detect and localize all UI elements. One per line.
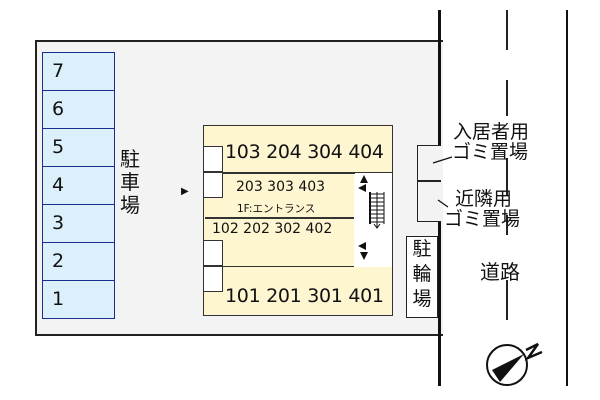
road-centerline-dash <box>506 158 508 196</box>
road-centerline-dash <box>506 80 508 116</box>
leader-lines <box>432 156 453 208</box>
unit-row-bottom: 101 201 301 401 <box>225 285 384 307</box>
neighborhood-garbage-label-line2: ゴミ置場 <box>444 208 521 230</box>
label-char: 輪 <box>412 263 432 285</box>
road-edge-right <box>566 10 568 386</box>
bicycle-parking: 駐 輪 場 <box>406 236 438 318</box>
road-centerline-dash <box>506 280 508 320</box>
divider <box>205 217 354 219</box>
parking-slot: 4 <box>42 166 115 205</box>
parking-area: 7 6 5 4 3 2 1 <box>42 52 115 322</box>
building-upper-block <box>203 125 393 173</box>
label-char: 駐 <box>412 238 432 260</box>
north-compass-icon <box>486 342 543 386</box>
unit-row-mid-upper: 203 303 403 <box>236 179 326 195</box>
road-centerline-dash <box>506 10 508 50</box>
stairs-icon <box>358 175 385 260</box>
door <box>203 172 223 198</box>
entrance-arrow-icon: ▶ <box>181 186 189 197</box>
resident-garbage-station <box>417 145 441 181</box>
label-char: 駐 <box>120 147 140 171</box>
resident-garbage-label-line1: 入居者用 <box>453 121 530 143</box>
parking-slot: 1 <box>42 280 115 319</box>
divider <box>203 172 355 174</box>
neighborhood-garbage-label-line1: 近隣用 <box>455 188 513 210</box>
parking-slot: 5 <box>42 128 115 167</box>
label-char: 場 <box>412 288 432 310</box>
unit-row-mid-lower: 102 202 302 402 <box>212 221 333 237</box>
label-char: 場 <box>120 193 140 217</box>
building-middle-block <box>203 172 355 267</box>
parking-slot: 7 <box>42 52 115 91</box>
entrance-label: 1F:エントランス <box>237 203 316 215</box>
door <box>203 240 223 266</box>
road-label: 道路 <box>480 260 520 284</box>
parking-slot: 3 <box>42 204 115 243</box>
building-lower-block <box>203 266 393 316</box>
resident-garbage-label-line2: ゴミ置場 <box>452 141 529 163</box>
road-centerline-dash <box>506 215 508 235</box>
door <box>203 266 223 292</box>
neighborhood-garbage-station <box>417 181 441 222</box>
unit-row-top: 103 204 304 404 <box>225 141 384 163</box>
label-char: 車 <box>120 170 140 194</box>
door <box>203 146 223 172</box>
parking-slot: 6 <box>42 90 115 129</box>
stairwell <box>354 172 393 267</box>
parking-slot: 2 <box>42 242 115 281</box>
parking-label: 駐 車 場 <box>118 148 142 217</box>
